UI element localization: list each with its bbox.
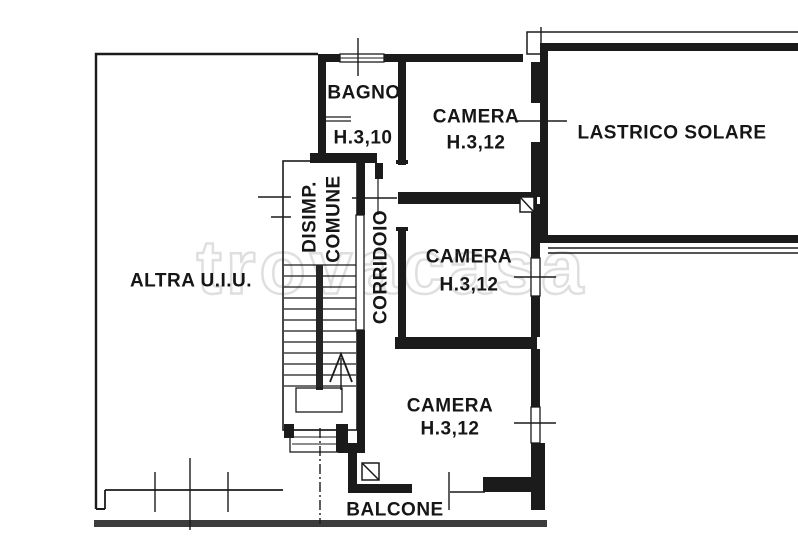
room-label-camera-bottom: CAMERA <box>406 395 494 417</box>
room-height-bagno: H.3,10 <box>333 127 393 149</box>
room-label-bagno: BAGNO <box>327 82 401 104</box>
room-label-camera-top: CAMERA <box>432 106 520 128</box>
room-label-disimpegno-line1: DISIMP. <box>299 181 321 253</box>
altra-uiu-walls <box>94 52 318 510</box>
stairwell-corridor-window <box>355 214 365 331</box>
watermark-text: trovacasa <box>195 224 588 312</box>
stair-direction-arrow <box>329 351 353 383</box>
stair-stringer <box>316 265 323 390</box>
room-height-camera-top: H.3,12 <box>446 132 506 154</box>
room-label-balcone: BALCONE <box>346 499 444 521</box>
room-label-lastrico-solare: LASTRICO SOLARE <box>577 122 767 144</box>
room-label-camera-middle: CAMERA <box>425 246 513 268</box>
room-height-camera-bottom: H.3,12 <box>420 418 480 440</box>
room-label-corridoio: CORRIDOIO <box>370 209 392 325</box>
room-height-camera-middle: H.3,12 <box>439 274 499 296</box>
stair-landing <box>295 387 343 413</box>
dimension-ticks <box>154 27 567 530</box>
lastrico-outer-line <box>526 31 798 55</box>
camera-bottom-window <box>530 406 541 444</box>
thin-lines <box>104 31 798 509</box>
room-label-disimpegno-line2: COMUNE <box>323 175 345 263</box>
shaft-symbols <box>361 196 535 481</box>
room-label-altra-uiu: ALTRA U.I.U. <box>129 270 253 292</box>
walls <box>284 43 798 510</box>
